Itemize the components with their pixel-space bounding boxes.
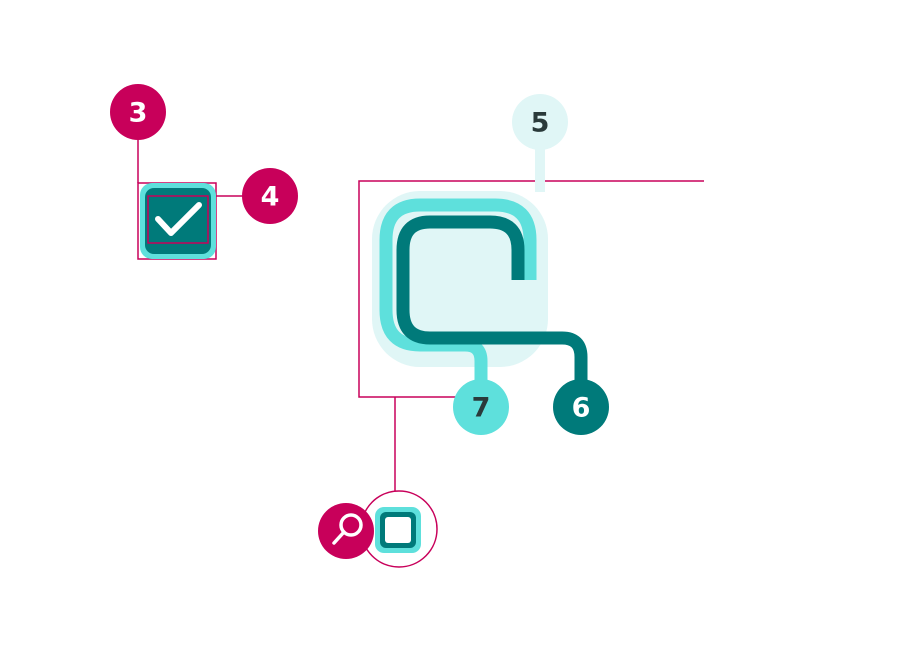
badge-7: 7 xyxy=(453,379,509,435)
badge-7-circle xyxy=(453,379,509,435)
magnifier-group xyxy=(318,503,421,559)
badge-6: 6 xyxy=(553,379,609,435)
badge-5-circle xyxy=(512,94,568,150)
badge-5: 5 xyxy=(512,94,568,150)
magnifier-icon xyxy=(332,513,363,545)
badge-4-circle xyxy=(242,168,298,224)
checkbox-fill xyxy=(145,188,211,254)
badge-3-circle xyxy=(110,84,166,140)
magnifier-badge xyxy=(318,503,374,559)
badge-4-label: 4 xyxy=(261,182,280,213)
target-outline-overlay xyxy=(147,195,209,244)
state-layer-light xyxy=(372,191,548,367)
checkmark-icon xyxy=(155,202,202,236)
badge-3: 3 xyxy=(110,84,166,140)
checkbox-unchecked-icon xyxy=(375,507,421,553)
zoom-frame xyxy=(358,180,704,398)
badge-3-label: 3 xyxy=(129,98,148,129)
outline-mid xyxy=(379,198,537,407)
outline-dark xyxy=(396,215,588,407)
badge-6-circle xyxy=(553,379,609,435)
badge-5-label: 5 xyxy=(531,108,550,139)
magnified-checkbox xyxy=(372,148,588,407)
badge-6-label: 6 xyxy=(572,393,591,424)
badge-4: 4 xyxy=(242,168,298,224)
badge-7-label: 7 xyxy=(472,393,491,424)
checkbox-checked[interactable] xyxy=(140,183,216,259)
